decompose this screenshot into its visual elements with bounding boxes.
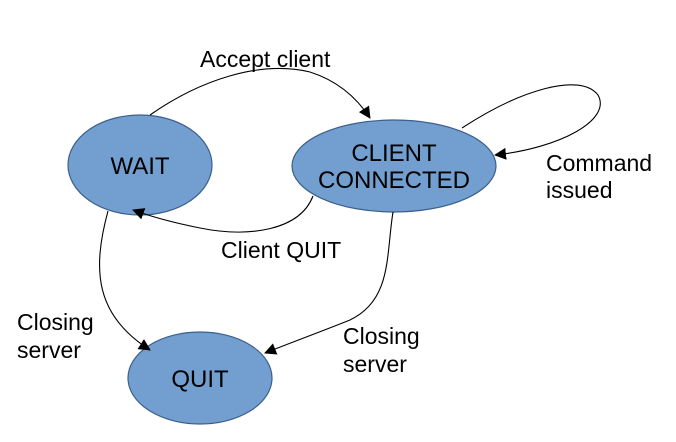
state-client-connected: CLIENT CONNECTED [291, 119, 497, 213]
state-client-connected-label-line1: CLIENT [351, 140, 437, 167]
transition-command-issued-arrow [461, 84, 601, 160]
transition-client-quit-label: Client QUIT [221, 237, 341, 263]
transition-accept-client-arrow [149, 67, 371, 119]
state-wait: WAIT [67, 114, 213, 216]
state-quit-label: QUIT [171, 366, 229, 393]
transition-closing-server-left-arrow [99, 210, 151, 351]
transition-accept-client: Accept client [149, 46, 371, 119]
transition-client-quit-arrow [132, 195, 314, 233]
transition-accept-client-label: Accept client [200, 46, 331, 72]
state-quit-shape [127, 331, 273, 425]
transition-closing-server-left-label-line1: Closing [17, 309, 94, 335]
transition-closing-server-right-arrow [264, 211, 394, 355]
transition-command-issued-label-line1: Command [546, 150, 652, 176]
transition-command-issued: Command issued [461, 84, 652, 203]
transition-command-issued-label-line2: issued [546, 177, 612, 203]
state-client-connected-label-line2: CONNECTED [318, 167, 470, 194]
transition-closing-server-left-label-line2: server [17, 337, 81, 363]
transition-closing-server-right-label-line1: Closing [343, 323, 420, 349]
transition-client-quit: Client QUIT [132, 195, 341, 263]
transition-closing-server-left: Closing server [17, 210, 151, 363]
transition-closing-server-right-label-line2: server [343, 351, 407, 377]
transition-closing-server-right: Closing server [264, 211, 420, 377]
state-client-connected-shape [291, 119, 497, 213]
state-quit: QUIT [127, 331, 273, 425]
state-wait-label: WAIT [110, 153, 169, 180]
